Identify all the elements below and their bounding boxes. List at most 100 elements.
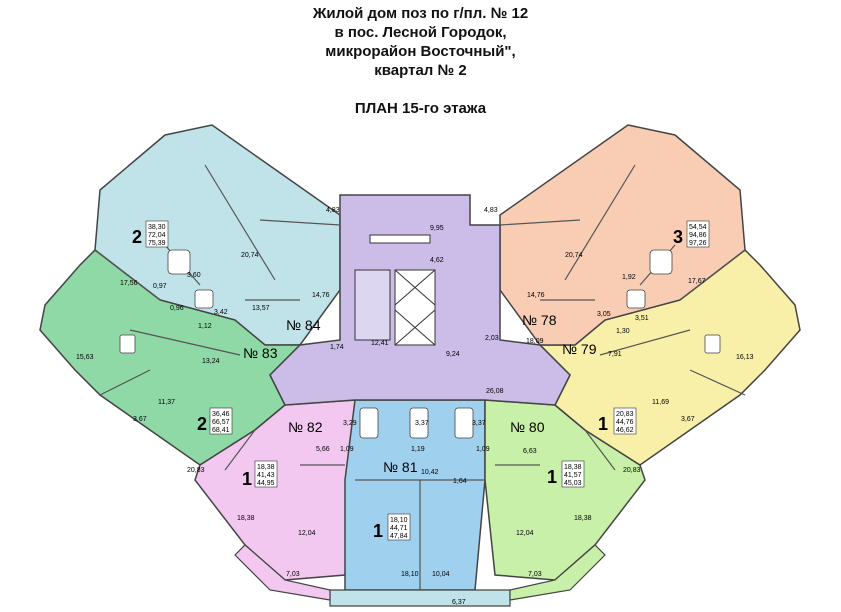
area-living-83: 36,46 xyxy=(212,411,230,418)
badge-80: 1 18,38 41,57 45,03 xyxy=(547,460,585,488)
badge-78: 3 54,54 94,86 97,26 xyxy=(673,220,710,248)
title-line-2: в пос. Лесной Городок, xyxy=(334,24,507,41)
room-area: 5,66 xyxy=(316,446,330,453)
room-area: 12,04 xyxy=(298,530,316,537)
elevator-cross-b xyxy=(394,269,436,306)
room-area: 17,56 xyxy=(120,280,138,287)
plan-title: ПЛАН 15-го этажа xyxy=(354,100,487,117)
room-area: 20,74 xyxy=(565,252,583,259)
area-total-82: 41,43 xyxy=(257,472,275,479)
badge-79: 1 20,83 44,76 46,62 xyxy=(598,407,637,435)
area-full-80: 45,03 xyxy=(564,480,582,487)
rooms-count-81: 1 xyxy=(373,521,383,541)
title-line-1: Жилой дом поз по г/пл. № 12 xyxy=(312,5,529,22)
room-area: 1,09 xyxy=(476,446,490,453)
room-area: 26,08 xyxy=(486,388,504,395)
room-area: 3,67 xyxy=(133,416,147,423)
apartment-82-label: № 82 xyxy=(288,419,323,435)
room-area: 4,83 xyxy=(326,207,340,214)
apartment-83-label: № 83 xyxy=(243,345,278,361)
balcony-bottom-left xyxy=(234,544,331,601)
area-full-81: 47,84 xyxy=(390,533,408,540)
area-full-78: 97,26 xyxy=(689,240,707,247)
room-area: 4,83 xyxy=(484,207,498,214)
area-full-82: 44,95 xyxy=(257,480,275,487)
room-area: 20,83 xyxy=(187,467,205,474)
room-area: 18,10 xyxy=(401,571,419,578)
room-area: 1,09 xyxy=(340,446,354,453)
badge-82: 1 18,38 41,43 44,95 xyxy=(242,460,278,489)
room-area: 18,09 xyxy=(526,338,544,345)
rooms-count-80: 1 xyxy=(547,467,557,487)
rooms-count-79: 1 xyxy=(598,414,608,434)
room-area: 3,29 xyxy=(343,420,357,427)
room-area: 12,04 xyxy=(516,530,534,537)
area-total-83: 66,57 xyxy=(212,419,230,426)
room-area: 7,91 xyxy=(608,351,622,358)
room-area: 20,83 xyxy=(623,467,641,474)
rooms-count-83: 2 xyxy=(197,414,207,434)
room-area: 1,30 xyxy=(616,328,630,335)
room-area: 14,76 xyxy=(527,292,545,299)
room-area: 15,63 xyxy=(76,354,94,361)
room-area-labels: 4,83 9,95 4,83 20,74 20,74 4,62 3,60 0,9… xyxy=(76,207,754,606)
room-area: 2,03 xyxy=(485,335,499,342)
area-living-82: 18,38 xyxy=(257,464,275,471)
title-line-4: квартал № 2 xyxy=(374,62,467,79)
area-living-84: 38,30 xyxy=(148,224,166,231)
room-area: 13,57 xyxy=(252,305,270,312)
room-area: 10,42 xyxy=(421,469,439,476)
room-area: 13,24 xyxy=(202,358,220,365)
area-living-80: 18,38 xyxy=(564,464,582,471)
room-area: 3,67 xyxy=(681,416,695,423)
room-area: 3,37 xyxy=(472,420,486,427)
room-area: 6,37 xyxy=(452,599,466,606)
area-living-81: 18,10 xyxy=(390,517,408,524)
rooms-count-84: 2 xyxy=(132,227,142,247)
area-total-79: 44,76 xyxy=(616,419,634,426)
room-area: 0,97 xyxy=(153,283,167,290)
room-area: 1,74 xyxy=(330,344,344,351)
apartment-78-label: № 78 xyxy=(522,312,557,328)
area-living-78: 54,54 xyxy=(689,224,707,231)
room-area: 6,63 xyxy=(523,448,537,455)
stairs xyxy=(354,269,391,341)
rooms-count-78: 3 xyxy=(673,227,683,247)
elevator-shaft xyxy=(394,269,436,346)
area-total-80: 41,57 xyxy=(564,472,582,479)
balcony-bottom-right xyxy=(509,544,606,601)
title-line-3: микрорайон Восточный", xyxy=(325,43,516,60)
room-area: 3,51 xyxy=(635,315,649,322)
area-full-83: 68,41 xyxy=(212,427,230,434)
room-area: 20,74 xyxy=(241,252,259,259)
room-area: 1,92 xyxy=(622,274,636,281)
room-area: 14,76 xyxy=(312,292,330,299)
room-area: 17,67 xyxy=(688,278,706,285)
room-area: 1,19 xyxy=(411,446,425,453)
area-full-84: 75,39 xyxy=(148,240,166,247)
room-area: 9,95 xyxy=(430,225,444,232)
area-total-81: 44,71 xyxy=(390,525,408,532)
room-area: 1,64 xyxy=(453,478,467,485)
badge-81: 1 18,10 44,71 47,84 xyxy=(373,513,411,541)
room-area: 11,37 xyxy=(158,399,175,406)
area-full-79: 46,62 xyxy=(616,427,634,434)
area-total-78: 94,86 xyxy=(689,232,707,239)
room-area: 11,69 xyxy=(652,399,669,406)
room-area: 18,38 xyxy=(237,515,255,522)
stair-landing xyxy=(369,234,431,244)
room-area: 18,38 xyxy=(574,515,592,522)
room-area: 1,12 xyxy=(198,323,212,330)
badge-83: 2 36,46 66,57 68,41 xyxy=(197,407,233,435)
room-area: 7,03 xyxy=(286,571,300,578)
room-area: 3,37 xyxy=(415,420,429,427)
room-area: 3,42 xyxy=(214,309,228,316)
apartment-80-label: № 80 xyxy=(510,419,545,435)
room-area: 3,60 xyxy=(187,272,201,279)
room-area: 0,96 xyxy=(170,305,184,312)
balcony-bottom xyxy=(329,589,511,607)
room-area: 9,24 xyxy=(446,351,460,358)
area-living-79: 20,83 xyxy=(616,411,634,418)
apartment-84-label: № 84 xyxy=(286,317,321,333)
